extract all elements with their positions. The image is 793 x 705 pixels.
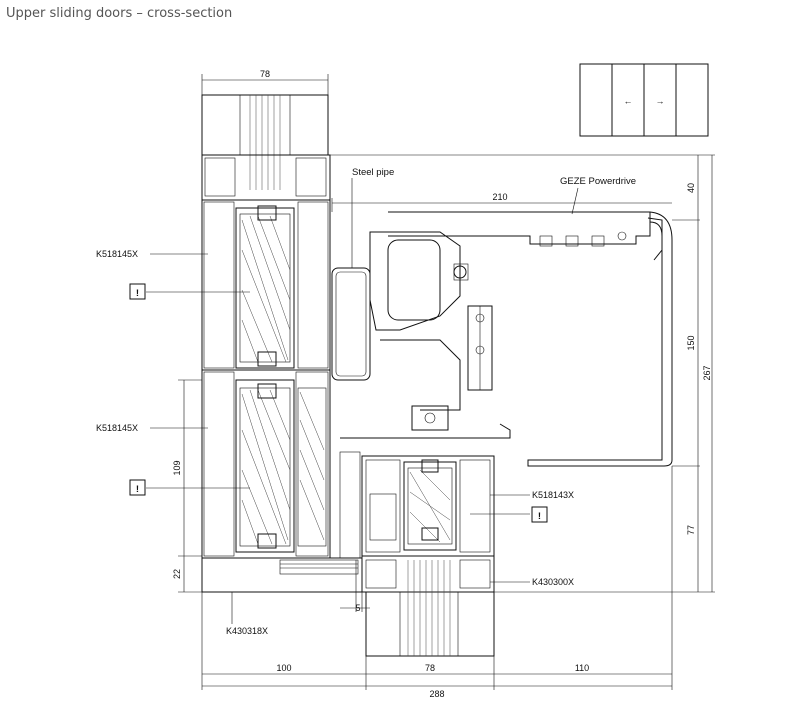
svg-text:267: 267	[702, 365, 712, 380]
svg-text:150: 150	[686, 335, 696, 350]
right-door-assembly	[339, 451, 495, 593]
lower-glass	[365, 560, 495, 657]
geze-powerdrive-housing	[388, 211, 673, 467]
insulated-panel-lower	[235, 379, 327, 553]
k518145x-lower-label: K518145X	[96, 423, 138, 433]
arrow-right-icon: →	[656, 96, 665, 106]
page-title: Upper sliding doors – cross-section	[6, 6, 233, 21]
svg-text:109: 109	[172, 460, 182, 475]
svg-text:78: 78	[425, 663, 435, 673]
svg-text:77: 77	[686, 525, 696, 535]
steel-pipe	[331, 267, 371, 381]
upper-glass	[201, 94, 329, 190]
drive-carriage	[340, 231, 511, 439]
svg-text:5: 5	[355, 603, 360, 613]
warning-icon-3: !	[538, 511, 541, 522]
svg-text:78: 78	[260, 69, 270, 79]
warning-icon-1: !	[136, 288, 139, 299]
k518145x-upper-label: K518145X	[96, 249, 138, 259]
arrow-left-icon: ←	[624, 96, 633, 106]
svg-text:110: 110	[575, 663, 589, 673]
geze-powerdrive-label: GEZE Powerdrive	[560, 176, 636, 187]
steel-pipe-label: Steel pipe	[352, 167, 394, 178]
k430300x-label: K430300X	[532, 577, 574, 587]
svg-text:22: 22	[172, 569, 182, 579]
dimensions: 210 40 150 77 267 109 22 5 100	[172, 154, 715, 699]
svg-text:288: 288	[429, 689, 444, 699]
left-frame	[201, 154, 363, 593]
svg-text:40: 40	[686, 183, 696, 193]
insulated-panel-upper	[235, 205, 295, 369]
door-panel-symbol: ← →	[579, 63, 709, 137]
svg-text:100: 100	[276, 663, 291, 673]
svg-text:210: 210	[492, 192, 507, 202]
dimension-78-top: 78	[201, 69, 329, 95]
k430318x-label: K430318X	[226, 626, 268, 636]
callouts: Steel pipe GEZE Powerdrive K518145X K518…	[96, 167, 636, 636]
warning-icon-2: !	[136, 484, 139, 495]
k518143x-label: K518143X	[532, 490, 574, 500]
